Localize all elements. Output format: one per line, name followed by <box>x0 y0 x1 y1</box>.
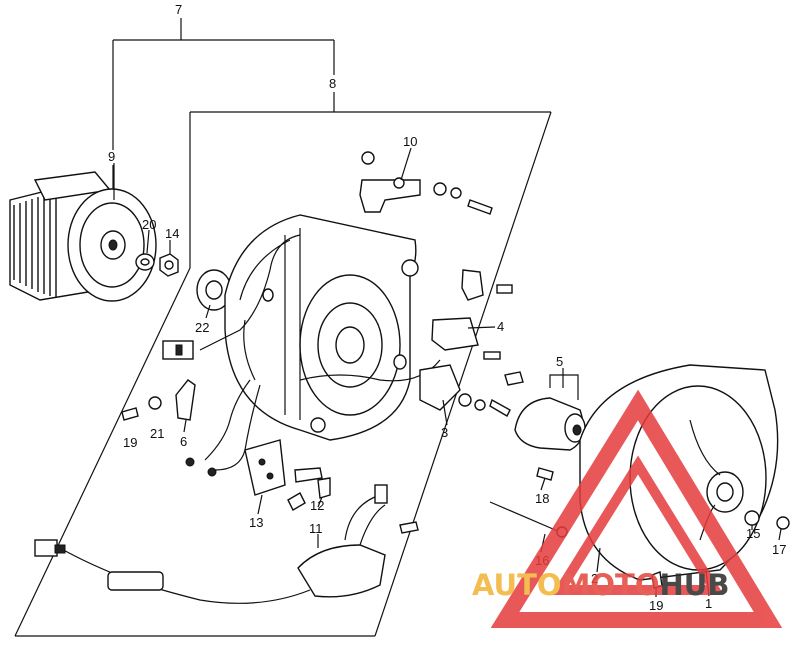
washer-part-20 <box>135 253 155 271</box>
callout-6: 6 <box>180 434 187 449</box>
callout-15: 15 <box>746 526 760 541</box>
automotohub-watermark: AUTOMOTOHUB <box>472 389 783 628</box>
watermark-auto: AUTO <box>472 568 562 602</box>
regulator-parts <box>419 269 524 417</box>
callout-8: 8 <box>329 76 336 91</box>
callout-4: 4 <box>497 319 504 334</box>
callout-22: 22 <box>195 320 209 335</box>
svg-text:AUTOMOTOHUB: AUTOMOTOHUB <box>472 568 729 602</box>
rotor-assembly <box>9 171 157 302</box>
callout-21: 21 <box>150 426 164 441</box>
callout-11: 11 <box>309 521 323 536</box>
brush-holder-part-10 <box>359 151 493 215</box>
callout-19-right: 19 <box>649 598 663 613</box>
callout-1: 1 <box>705 596 712 611</box>
automotohub-logo-mark <box>490 389 783 628</box>
callout-labels: 7 8 9 20 14 22 10 4 5 3 19 21 6 13 12 11… <box>108 2 786 613</box>
terminal-block-part-13 <box>244 439 306 511</box>
callout-19-left: 19 <box>123 435 137 450</box>
assembly-brackets <box>14 18 552 637</box>
condenser-part-5 <box>514 374 586 451</box>
diode-part-12 <box>294 467 331 499</box>
clip-part-6 <box>175 379 196 421</box>
callout-18: 18 <box>535 491 549 506</box>
watermark-moto: MOTO <box>562 568 660 602</box>
callout-3: 3 <box>441 425 448 440</box>
callout-14: 14 <box>165 226 179 241</box>
callout-13: 13 <box>249 515 263 530</box>
callout-12: 12 <box>310 498 324 513</box>
callout-10: 10 <box>403 134 417 149</box>
callout-17: 17 <box>772 542 786 557</box>
callout-7: 7 <box>175 2 182 17</box>
callout-20: 20 <box>142 217 156 232</box>
callout-5: 5 <box>556 354 563 369</box>
regulator-cable-part-11 <box>34 484 419 604</box>
watermark-hub: HUB <box>660 568 730 602</box>
callout-2: 2 <box>591 571 598 586</box>
bearing-part-22 <box>196 269 232 311</box>
callout-9: 9 <box>108 149 115 164</box>
nut-part-14 <box>159 253 179 277</box>
stator-housing <box>224 214 419 441</box>
